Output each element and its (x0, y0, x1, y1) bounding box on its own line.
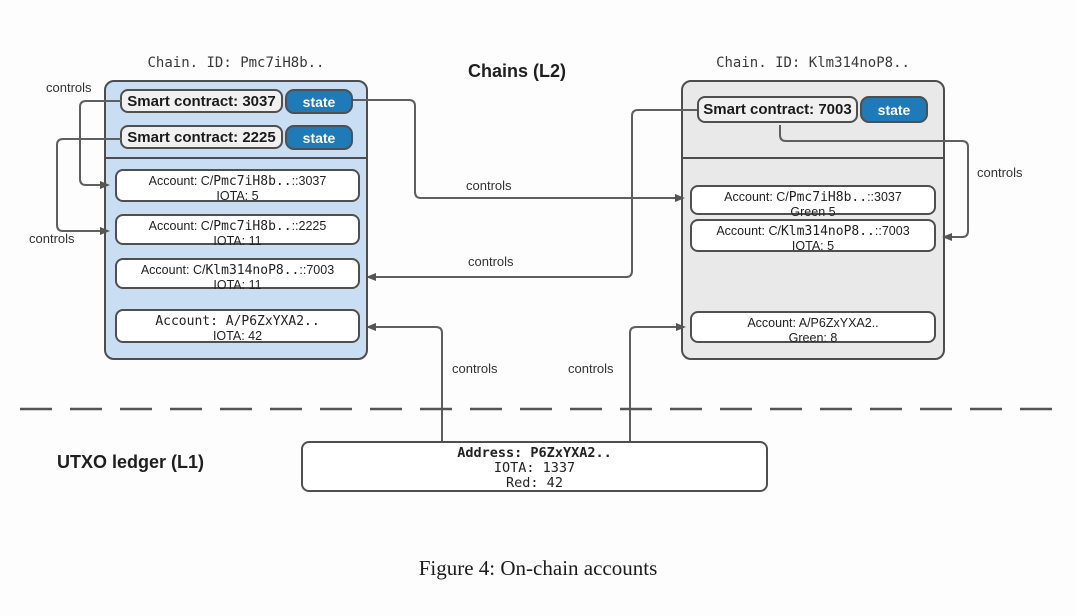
controls-label-cross-left: controls (468, 254, 514, 269)
left-chain-container: Smart contract: 3037 state Smart contrac… (104, 80, 368, 360)
account-box-left-p6z: Account: A/P6ZxYXA2.. IOTA: 42 (115, 309, 360, 343)
left-chain-section-divider (106, 157, 366, 159)
chains-l2-label: Chains (L2) (467, 61, 566, 81)
wire-sc7003-to-left-chain-account (366, 109, 697, 281)
account-chain-id: Pmc7iH8b.. (788, 190, 868, 205)
controls-label-cross-right: controls (466, 178, 512, 193)
controls-label-l1-left: controls (452, 361, 498, 376)
account-chain-id: Pmc7iH8b.. (213, 174, 292, 189)
account-prefix: Account: C/ (148, 174, 214, 188)
controls-label-sc3037-internal: controls (46, 80, 92, 95)
account-box-left-7003: Account: C/Klm314noP8..::7003 IOTA: 11 (115, 258, 360, 292)
account-suffix: ::2225 (291, 219, 327, 233)
state-badge-2225: state (285, 125, 353, 150)
address-iota-balance: IOTA: 1337 (493, 460, 576, 476)
controls-label-l1-right: controls (568, 361, 614, 376)
state-badge-3037: state (285, 89, 353, 114)
account-prefix: Account: C/ (148, 219, 214, 233)
account-chain-id: Klm314noP8.. (780, 224, 875, 239)
utxo-ledger-label: UTXO ledger (L1) (57, 452, 205, 472)
account-box-left-3037: Account: C/Pmc7iH8b..::3037 IOTA: 5 (115, 169, 360, 203)
account-balance: IOTA: 11 (213, 278, 262, 292)
account-prefix: Account: A/P6ZxYXA2.. (747, 316, 879, 330)
left-chain-title: Chain. ID: Pmc7iH8b.. (147, 55, 325, 71)
account-balance: Green: 8 (788, 331, 838, 345)
account-suffix: ::7003 (874, 224, 910, 238)
account-box-right-3037: Account: C/Pmc7iH8b..::3037 Green 5 (690, 185, 936, 219)
account-balance: IOTA: 5 (791, 239, 835, 253)
account-balance: IOTA: 5 (216, 189, 259, 203)
account-chain-id: Account: A/P6ZxYXA2.. (155, 314, 320, 329)
account-balance: Green 5 (790, 205, 836, 219)
smart-contract-7003-box: Smart contract: 7003 (697, 96, 858, 123)
account-chain-id: Klm314noP8.. (205, 263, 300, 278)
smart-contract-2225-box: Smart contract: 2225 (120, 125, 283, 149)
address-red-balance: Red: 42 (506, 475, 563, 491)
account-suffix: ::3037 (291, 174, 327, 188)
l1-address-box: Address: P6ZxYXA2.. IOTA: 1337 Red: 42 (301, 441, 768, 492)
account-prefix: Account: C/ (716, 224, 781, 238)
right-chain-container: Smart contract: 7003 state Account: C/Pm… (681, 80, 945, 360)
wire-address-to-left-p6z-account (366, 323, 443, 441)
controls-label-sc2225-internal: controls (29, 231, 75, 246)
right-chain-section-divider (683, 157, 943, 159)
account-suffix: ::7003 (299, 263, 335, 277)
account-suffix: ::3037 (867, 190, 902, 204)
account-box-right-p6z: Account: A/P6ZxYXA2.. Green: 8 (690, 311, 936, 345)
account-balance: IOTA: 11 (213, 234, 262, 248)
account-balance: IOTA: 42 (212, 329, 263, 343)
right-chain-title: Chain. ID: Klm314noP8.. (716, 55, 910, 71)
account-prefix: Account: C/ (724, 190, 789, 204)
controls-label-sc7003-internal: controls (977, 165, 1023, 180)
account-box-right-7003: Account: C/Klm314noP8..::7003 IOTA: 5 (690, 219, 936, 253)
account-chain-id: Pmc7iH8b.. (213, 219, 292, 234)
state-badge-7003: state (860, 96, 928, 123)
account-box-left-2225: Account: C/Pmc7iH8b..::2225 IOTA: 11 (115, 214, 360, 248)
smart-contract-3037-box: Smart contract: 3037 (120, 89, 283, 113)
figure-caption: Figure 4: On-chain accounts (418, 556, 658, 580)
wire-address-to-right-p6z-account (629, 323, 686, 441)
wire-sc3037-to-right-chain-account (353, 99, 685, 202)
account-prefix: Account: C/ (140, 263, 206, 277)
address-title: Address: P6ZxYXA2.. (457, 445, 612, 461)
